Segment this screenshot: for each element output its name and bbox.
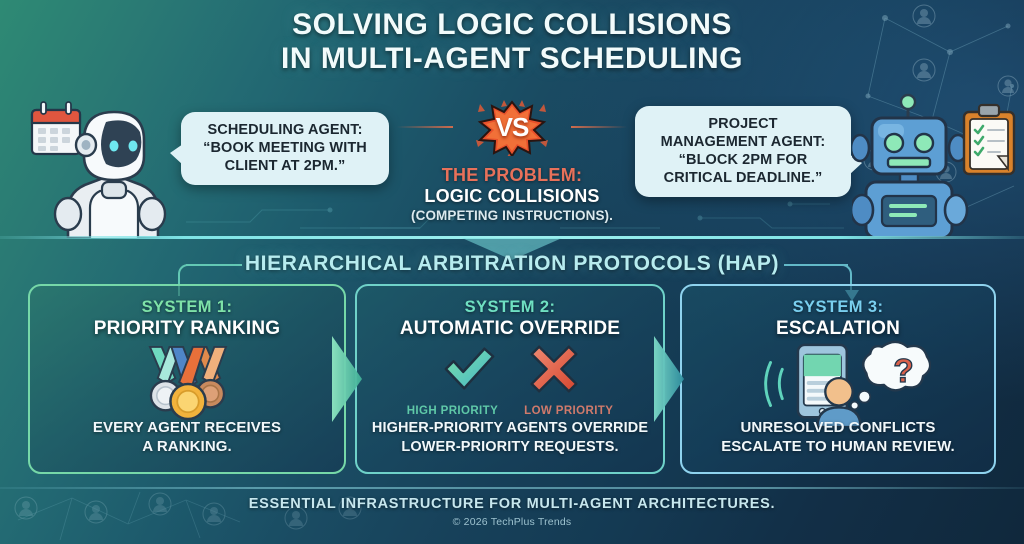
tablet-person-question-icon: ?	[682, 340, 994, 427]
check-and-cross-icon	[357, 338, 663, 400]
conflict-line-right	[571, 126, 627, 128]
system-3-description: UNRESOLVED CONFLICTS ESCALATE TO HUMAN R…	[692, 419, 984, 456]
blue-robot	[849, 93, 969, 240]
problem-name: LOGIC COLLISIONS	[424, 186, 600, 206]
hap-rail-left	[186, 264, 242, 266]
problem-note: (COMPETING INSTRUCTIONS).	[411, 208, 613, 223]
footer-copyright: © 2026 TechPlus Trends	[452, 516, 572, 528]
bubble-left-line-2: “BOOK MEETING WITH	[203, 140, 367, 156]
systems-panel-row: SYSTEM 1: PRIORITY RANKING	[0, 284, 1024, 474]
system-1-desc-line-1: EVERY AGENT RECEIVES	[92, 419, 282, 436]
low-priority-label: LOW PRIORITY	[524, 405, 614, 417]
hap-elbow-right	[840, 264, 852, 292]
system-2-name: AUTOMATIC OVERRIDE	[399, 318, 621, 339]
page-title: SOLVING LOGIC COLLISIONS IN MULTI-AGENT …	[0, 8, 1024, 76]
system-3-label: SYSTEM 3:	[792, 298, 884, 316]
footer: ESSENTIAL INFRASTRUCTURE FOR MULTI-AGENT…	[0, 496, 1024, 528]
calendar-icon	[30, 101, 82, 156]
bubble-right-line-4: CRITICAL DEADLINE.”	[663, 170, 823, 186]
system-1-description: EVERY AGENT RECEIVES A RANKING.	[40, 419, 334, 456]
system-3-name: ESCALATION	[775, 318, 901, 339]
scheduling-agent-speech-bubble: SCHEDULING AGENT: “BOOK MEETING WITH CLI…	[170, 112, 389, 185]
priority-labels-row: HIGH PRIORITY LOW PRIORITY	[357, 405, 663, 417]
bubble-right-line-2: MANAGEMENT AGENT:	[660, 134, 826, 150]
high-priority-label: HIGH PRIORITY	[406, 405, 499, 417]
system-2-desc-line-1: HIGHER-PRIORITY AGENTS OVERRIDE	[371, 420, 649, 436]
footer-divider	[0, 487, 1024, 489]
hap-banner: HIERARCHICAL ARBITRATION PROTOCOLS (HAP)	[0, 252, 1024, 301]
vs-burst-icon: VS	[474, 100, 550, 156]
system-2-description: HIGHER-PRIORITY AGENTS OVERRIDE LOWER-PR…	[367, 419, 653, 456]
bubble-left-line-3: CLIENT AT 2PM.”	[224, 158, 346, 174]
system-1-panel[interactable]: SYSTEM 1: PRIORITY RANKING	[28, 284, 346, 474]
system-1-label: SYSTEM 1:	[141, 298, 233, 316]
bubble-left-line-1: SCHEDULING AGENT:	[207, 122, 363, 138]
hap-rail-right	[784, 264, 848, 266]
system-2-desc-line-2: LOWER-PRIORITY REQUESTS.	[401, 438, 619, 455]
problem-text-block: THE PROBLEM: LOGIC COLLISIONS (COMPETING…	[397, 165, 627, 223]
flow-chevron-1-icon	[332, 336, 368, 422]
system-3-panel[interactable]: SYSTEM 3: ESCALATION	[680, 284, 996, 474]
title-line-2: IN MULTI-AGENT SCHEDULING	[281, 42, 743, 75]
bubble-right-line-1: PROJECT	[708, 116, 778, 132]
vs-label: VS	[495, 111, 530, 142]
svg-text:?: ?	[893, 353, 913, 390]
problem-label: THE PROBLEM:	[441, 165, 583, 185]
conflict-line-left	[397, 126, 453, 128]
conflict-section: SOLVING LOGIC COLLISIONS IN MULTI-AGENT …	[0, 0, 1024, 240]
hap-elbow-left	[178, 264, 190, 296]
flow-chevron-2-icon	[654, 336, 690, 422]
system-3-desc-line-1: UNRESOLVED CONFLICTS	[740, 419, 936, 436]
check-icon	[444, 347, 495, 390]
section-divider	[0, 236, 1024, 239]
clipboard-checklist-icon	[962, 103, 1016, 176]
system-2-panel[interactable]: SYSTEM 2: AUTOMATIC OVERRIDE	[355, 284, 665, 474]
hap-banner-title: HIERARCHICAL ARBITRATION PROTOCOLS (HAP)	[244, 252, 780, 275]
cross-icon	[530, 345, 578, 393]
medals-icon	[30, 344, 344, 422]
white-robot	[53, 110, 167, 240]
system-1-desc-line-2: A RANKING.	[142, 437, 232, 455]
title-line-1: SOLVING LOGIC COLLISIONS	[292, 8, 732, 41]
system-2-label: SYSTEM 2:	[464, 298, 556, 316]
project-management-agent-speech-bubble: PROJECT MANAGEMENT AGENT: “BLOCK 2PM FOR…	[635, 106, 862, 197]
section-divider-chevron	[462, 238, 562, 260]
system-3-desc-line-2: ESCALATE TO HUMAN REVIEW.	[721, 437, 955, 455]
scheduling-agent-illustration	[6, 88, 174, 240]
project-management-agent-illustration	[849, 86, 1020, 240]
bubble-right-line-3: “BLOCK 2PM FOR	[678, 152, 808, 168]
system-1-name: PRIORITY RANKING	[93, 318, 281, 339]
footer-tagline: ESSENTIAL INFRASTRUCTURE FOR MULTI-AGENT…	[248, 496, 776, 512]
conflict-block: VS THE PROBLEM: LOGIC COLLISIONS (COMPET…	[397, 100, 627, 223]
